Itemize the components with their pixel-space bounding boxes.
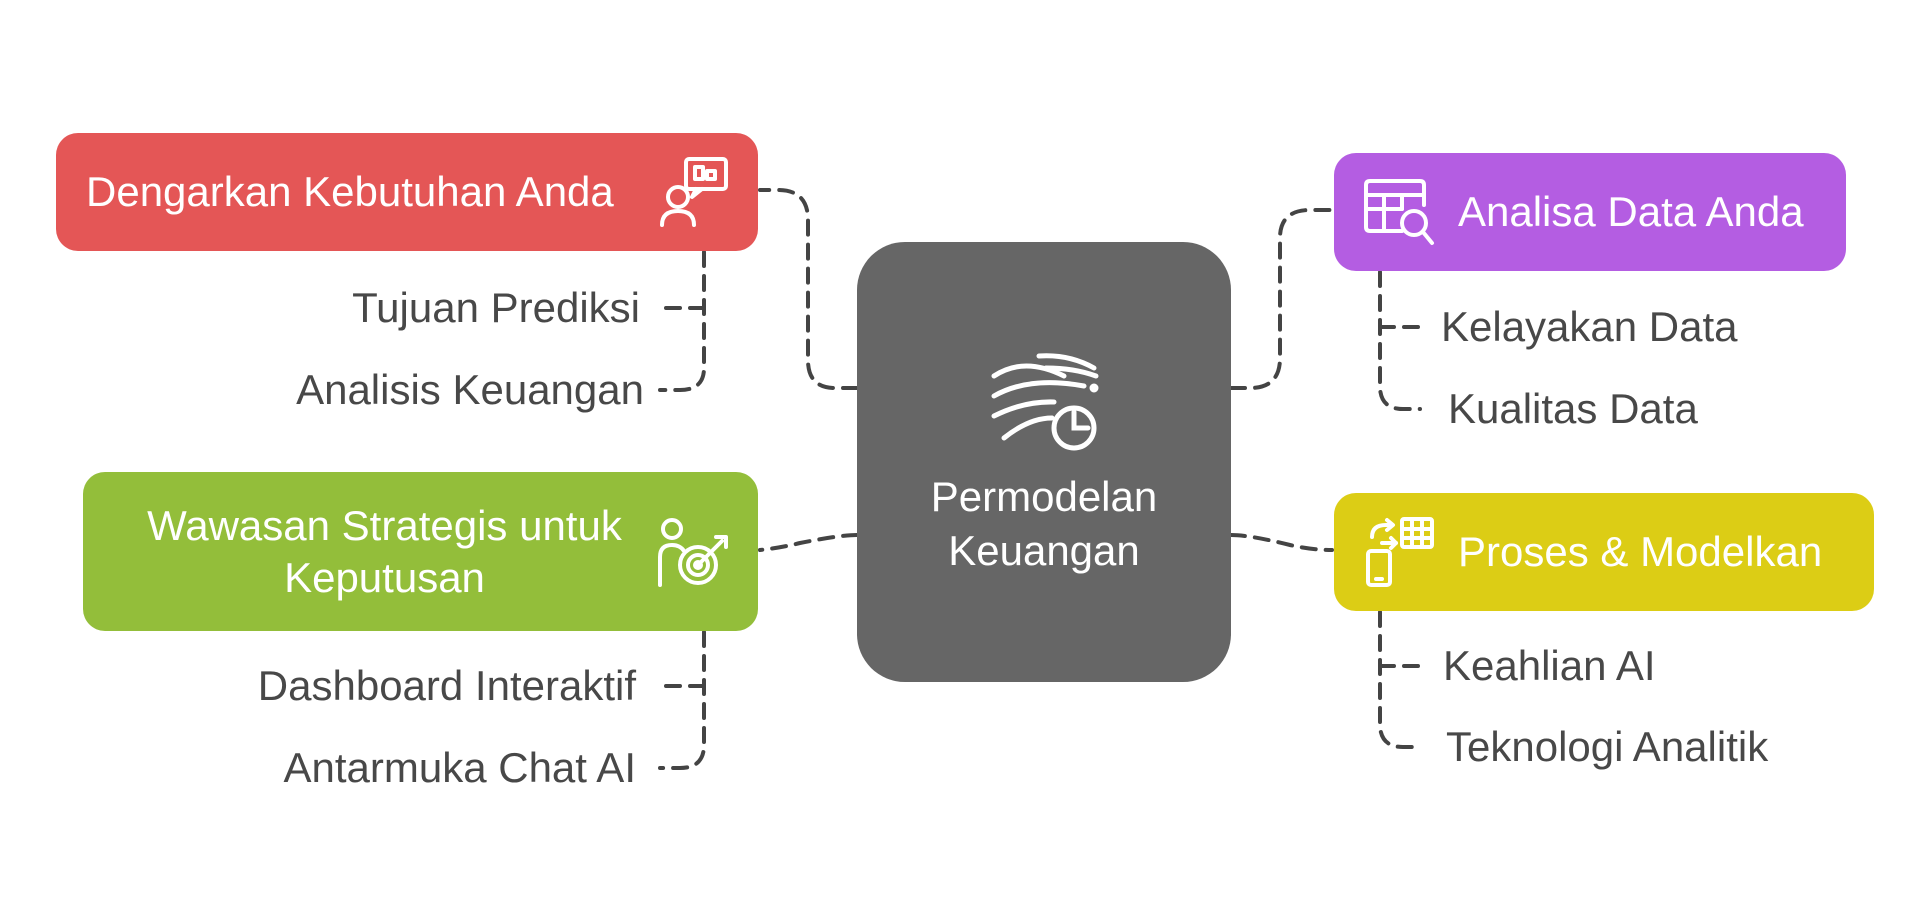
- wind-chart-icon: [991, 353, 1099, 451]
- leaf-analysis-1: Kelayakan Data: [1441, 303, 1738, 350]
- user-chat-icon: [660, 157, 728, 227]
- connector-insights-items: [658, 630, 706, 770]
- branch-process-title: Proses & Modelkan: [1458, 528, 1823, 575]
- leaf-needs-1: Tujuan Prediksi: [352, 284, 640, 331]
- connector-hub-analysis: [1229, 208, 1334, 390]
- connector-hub-insights: [758, 533, 859, 552]
- central-node-title: Permodelan Keuangan: [930, 473, 1158, 574]
- central-node: Permodelan Keuangan: [857, 242, 1231, 682]
- branch-insights: Wawasan Strategis untuk Keputusan: [83, 472, 758, 631]
- branch-analysis: Analisa Data Anda: [1334, 153, 1846, 271]
- leaf-insights-1: Dashboard Interaktif: [257, 662, 636, 709]
- user-target-icon: [658, 517, 728, 587]
- branch-needs: Dengarkan Kebutuhan Anda: [56, 133, 758, 251]
- connector-needs-items: [658, 250, 706, 392]
- leaf-process-1: Keahlian AI: [1443, 642, 1656, 689]
- branch-insights-title: Wawasan Strategis untuk Keputusan: [147, 501, 622, 601]
- branch-process: Proses & Modelkan: [1334, 493, 1874, 611]
- leaf-analysis-2: Kualitas Data: [1448, 385, 1698, 432]
- leaf-insights-2: Antarmuka Chat AI: [283, 744, 636, 791]
- connector-hub-needs: [758, 188, 859, 390]
- leaf-needs-2: Analisis Keuangan: [296, 366, 644, 413]
- connector-hub-process: [1229, 533, 1334, 552]
- leaf-process-2: Teknologi Analitik: [1446, 723, 1769, 770]
- branch-needs-title: Dengarkan Kebutuhan Anda: [86, 168, 614, 215]
- phone-table-icon: [1366, 517, 1434, 587]
- branch-analysis-title: Analisa Data Anda: [1458, 188, 1804, 235]
- connector-process-items: [1378, 610, 1422, 749]
- connector-analysis-items: [1378, 270, 1422, 411]
- table-search-icon: [1364, 179, 1434, 245]
